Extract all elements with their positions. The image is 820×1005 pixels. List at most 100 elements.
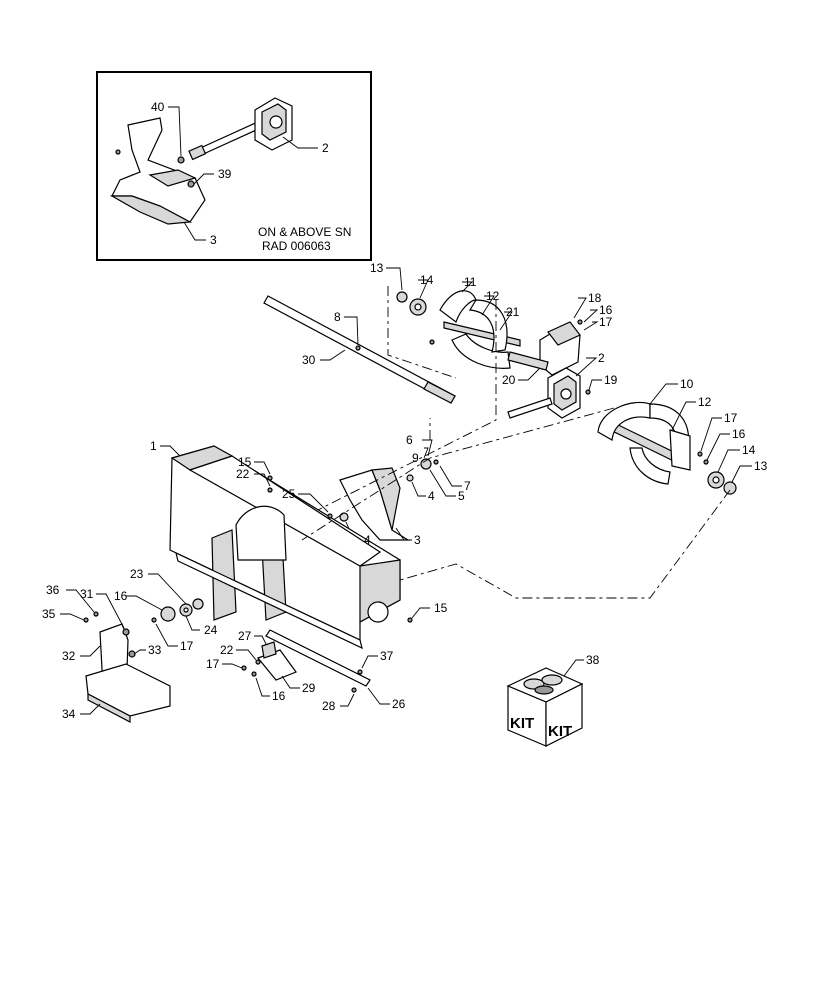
blower-housing-1: [160, 445, 430, 650]
bolt-17b: [697, 451, 703, 457]
leader-24: [185, 615, 200, 631]
flange-23: [192, 598, 204, 610]
leader-16a: [583, 309, 599, 323]
bolt-37: [357, 669, 363, 675]
callout-14: 14: [742, 443, 756, 457]
inset-impeller-hub: [148, 169, 197, 187]
callout-2: 2: [322, 141, 329, 155]
callout-27: 27: [238, 629, 252, 643]
housing-1-bottom-edge: [175, 551, 363, 650]
callout-17: 17: [599, 315, 613, 329]
kit-label-left: KIT: [510, 715, 534, 732]
bolt-22b: [255, 659, 261, 665]
callout-23: 23: [130, 567, 144, 581]
inset-shaft-collar: [188, 144, 207, 161]
leader-16b: [706, 433, 730, 461]
kit-box-right-face: [545, 683, 583, 747]
leader-5: [429, 469, 456, 497]
callout-13: 13: [370, 261, 384, 275]
shaft-30-end: [423, 381, 456, 404]
bolt-25: [327, 513, 333, 519]
bolt-19: [585, 389, 591, 395]
leader-13b: [731, 465, 752, 483]
alignment-lines: [301, 286, 731, 599]
spacer-4b: [339, 512, 349, 522]
callout-29: 29: [302, 681, 316, 695]
callout-4: 4: [428, 489, 435, 503]
inset-gearbox-hub: [269, 115, 283, 129]
leader-39: [193, 173, 214, 185]
housing-1-chute-opening: [235, 505, 287, 561]
drive-shaft-30: [263, 295, 456, 404]
callout-15: 15: [238, 455, 252, 469]
auger-right-10: [597, 383, 752, 495]
nut-13b: [723, 481, 737, 495]
gearbox-input-shaft: [507, 397, 553, 419]
callout-16: 16: [114, 589, 128, 603]
callout-17: 17: [206, 657, 220, 671]
callout-37: 37: [380, 649, 394, 663]
leader-17c: [155, 623, 178, 647]
bolt-17a: [577, 319, 583, 325]
leader-22b: [236, 649, 257, 661]
bolt-7: [433, 459, 439, 465]
bearing-14b-bore: [712, 476, 720, 484]
bolt-35: [83, 617, 89, 623]
leader-17d: [222, 663, 243, 669]
inset-bolt: [115, 149, 121, 155]
callout-4: 4: [364, 533, 371, 547]
callout-12: 12: [698, 395, 712, 409]
callout-22: 22: [236, 467, 250, 481]
callout-30: 30: [302, 353, 316, 367]
auger-11-flight-right: [468, 299, 508, 353]
auger-10-end-plate: [669, 429, 691, 471]
callout-11: 11: [464, 275, 477, 289]
housing-1-plate-left: [211, 529, 237, 621]
impeller-3-side: [371, 467, 401, 531]
leader-6: [422, 439, 433, 457]
kit-box-38: KIT KIT: [506, 659, 584, 747]
align-shaft-housing: [317, 300, 497, 511]
leader-1: [160, 445, 181, 457]
leader-28: [340, 693, 355, 707]
leader-17a: [583, 321, 599, 331]
callout-12: 12: [486, 289, 500, 303]
leader-21: [499, 311, 513, 331]
inset-note-line2: RAD 006063: [262, 239, 331, 253]
bearing-14a-bore: [414, 303, 422, 311]
leader-16d: [255, 677, 270, 697]
auger-11-flight-top: [439, 290, 477, 323]
auger-left-11: [386, 267, 521, 369]
leader-12b: [671, 401, 696, 431]
leader-36: [66, 589, 95, 613]
callout-36: 36: [46, 583, 60, 597]
impeller-3: [339, 439, 462, 541]
inset-frame: [96, 71, 372, 261]
leader-3a: [183, 221, 206, 241]
leader-2b: [575, 357, 598, 377]
leader-10: [649, 383, 678, 405]
leader-14a: [418, 279, 429, 299]
callout-31: 31: [80, 587, 94, 601]
leader-11: [461, 281, 474, 293]
leader-8: [344, 316, 359, 346]
callout-9: 9: [412, 451, 419, 465]
callout-21: 21: [506, 305, 520, 319]
callout-6: 6: [406, 433, 413, 447]
callout-25: 25: [282, 487, 296, 501]
inset-bolt-39: [187, 180, 195, 188]
leader-15a: [254, 461, 271, 475]
leader-25: [298, 493, 329, 513]
bearing-24-bore: [183, 607, 189, 613]
leader-15b: [411, 607, 430, 619]
callout-18: 18: [588, 291, 602, 305]
leader-12a: [481, 295, 495, 316]
bracket-34-lip: [87, 693, 131, 723]
washer-5: [420, 458, 432, 470]
bolt-16b: [703, 459, 709, 465]
callout-33: 33: [148, 643, 162, 657]
bolt-28: [351, 687, 357, 693]
callout-1: 1: [150, 439, 157, 453]
inset-detail: [96, 71, 372, 261]
